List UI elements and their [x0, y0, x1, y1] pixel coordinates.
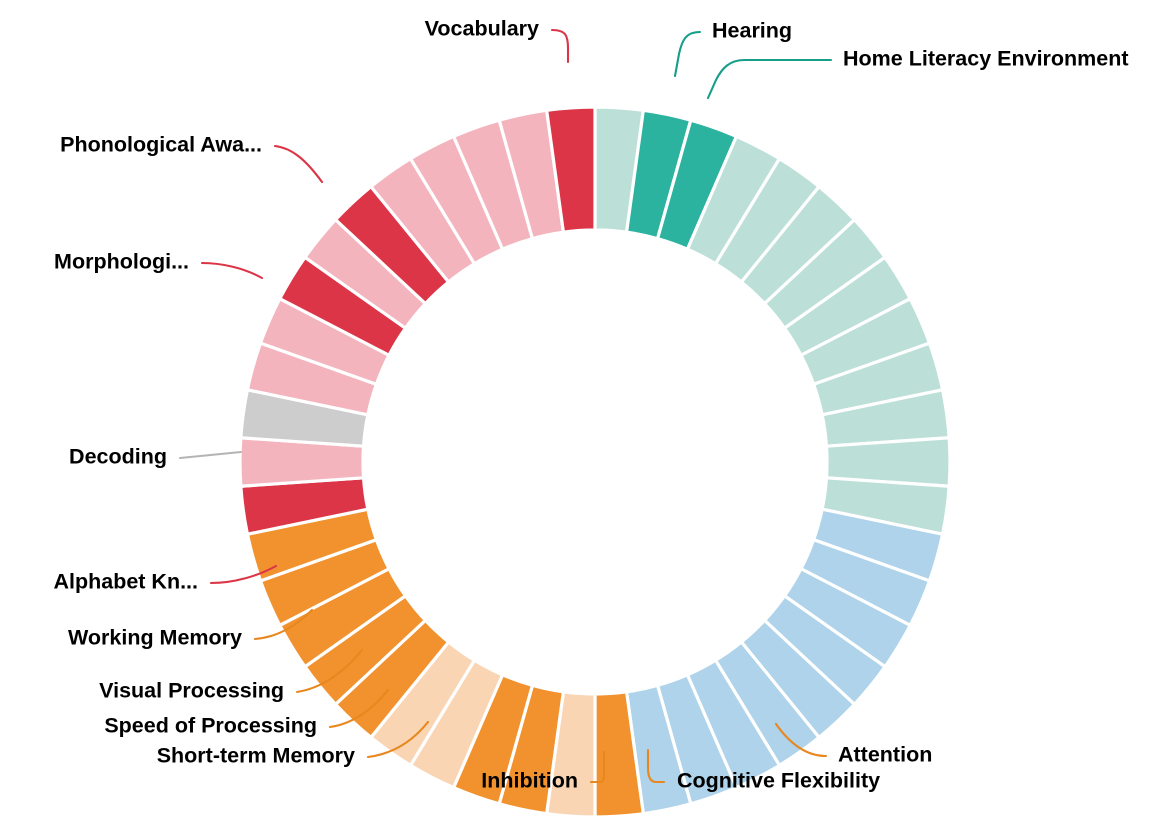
slice-label-vocabulary: Vocabulary: [425, 17, 539, 41]
leader-line-cognitive-flexibility: [646, 748, 666, 784]
slice-label-working-memory: Working Memory: [68, 626, 242, 650]
leader-line-hearing: [673, 30, 702, 78]
leader-line-phonological-awa: [273, 144, 324, 184]
leader-line-visual-processing: [295, 648, 364, 694]
label-leader-lines-group: [178, 28, 833, 784]
slice-label-decoding: Decoding: [69, 445, 167, 469]
leader-line-home-literacy-environment: [706, 58, 833, 100]
slice-label-morphologi: Morphologi...: [54, 250, 189, 274]
leader-line-decoding: [178, 450, 243, 460]
leader-line-alphabet-kn: [209, 564, 278, 585]
donut-slice-vocabulary[interactable]: [545, 105, 597, 234]
slice-label-hearing: Hearing: [712, 19, 792, 43]
leader-line-short-term-memory: [366, 720, 430, 759]
slice-label-cognitive-flexibility: Cognitive Flexibility: [677, 769, 880, 793]
leader-line-working-memory: [253, 608, 314, 641]
slice-label-attention: Attention: [838, 743, 932, 767]
leader-line-attention: [774, 722, 828, 758]
slice-label-phonological-awa: Phonological Awa...: [60, 133, 262, 157]
leader-line-vocabulary: [550, 28, 570, 64]
slice-label-speed-of-processing: Speed of Processing: [104, 714, 317, 738]
slice-label-home-literacy-environment: Home Literacy Environment: [843, 47, 1129, 71]
leader-line-speed-of-processing: [328, 688, 390, 729]
slice-label-alphabet-kn: Alphabet Kn...: [53, 570, 198, 594]
slice-label-inhibition: Inhibition: [481, 769, 578, 793]
slice-label-short-term-memory: Short-term Memory: [157, 744, 355, 768]
donut-slices-group: [238, 105, 952, 819]
leader-line-morphologi: [200, 261, 264, 280]
slice-label-visual-processing: Visual Processing: [99, 679, 284, 703]
leader-line-inhibition: [589, 750, 606, 784]
